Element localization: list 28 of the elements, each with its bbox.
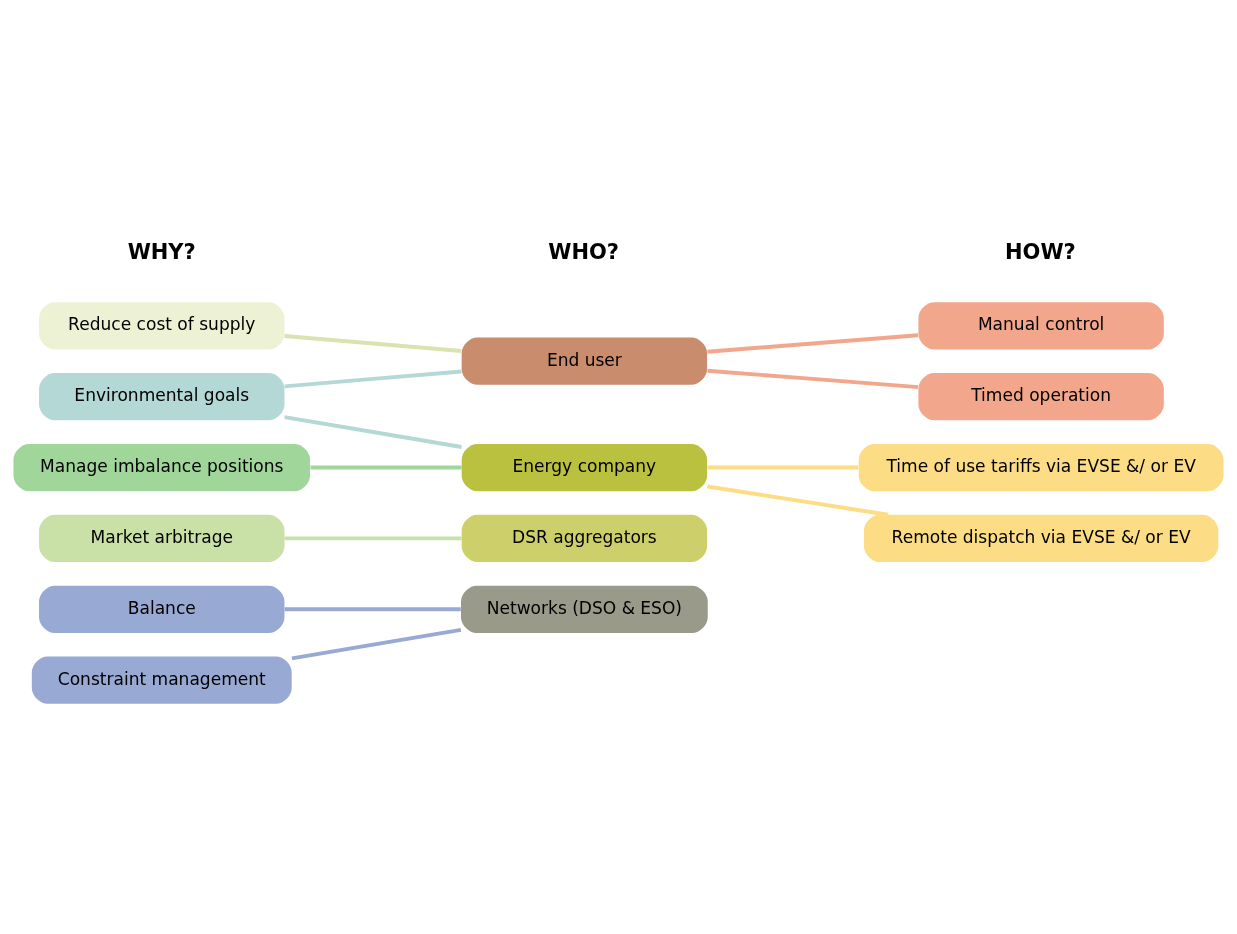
connector	[707, 484, 889, 517]
node-box: Balance	[39, 585, 285, 633]
connector	[284, 535, 462, 540]
node-box: Reduce cost of supply	[39, 301, 285, 349]
node-box: Time of use tariffs via EVSE &/ or EV	[858, 443, 1224, 491]
label: HOW?	[1005, 239, 1076, 264]
node-box: Market arbitrage	[39, 514, 285, 562]
connector	[284, 606, 461, 611]
connector	[284, 414, 462, 449]
node-box: Environmental goals	[39, 372, 285, 420]
connector	[291, 627, 462, 660]
connector	[707, 368, 919, 389]
node-box: Networks (DSO & ESO)	[461, 585, 708, 633]
connector	[284, 369, 462, 388]
node-box: Manual control	[918, 301, 1164, 349]
label: WHO?	[548, 239, 620, 264]
label: WHY?	[127, 239, 196, 264]
node-box: Timed operation	[918, 372, 1164, 420]
connector	[707, 332, 919, 354]
node-box: Remote dispatch via EVSE &/ or EV	[863, 514, 1219, 562]
node-box: End user	[461, 337, 708, 385]
connector	[707, 465, 859, 469]
connector	[284, 333, 462, 353]
connector	[310, 465, 462, 469]
node-box: Constraint management	[31, 656, 292, 704]
node-box: DSR aggregators	[461, 514, 708, 562]
node-box: Energy company	[461, 443, 708, 491]
node-box: Manage imbalance positions	[13, 443, 311, 491]
